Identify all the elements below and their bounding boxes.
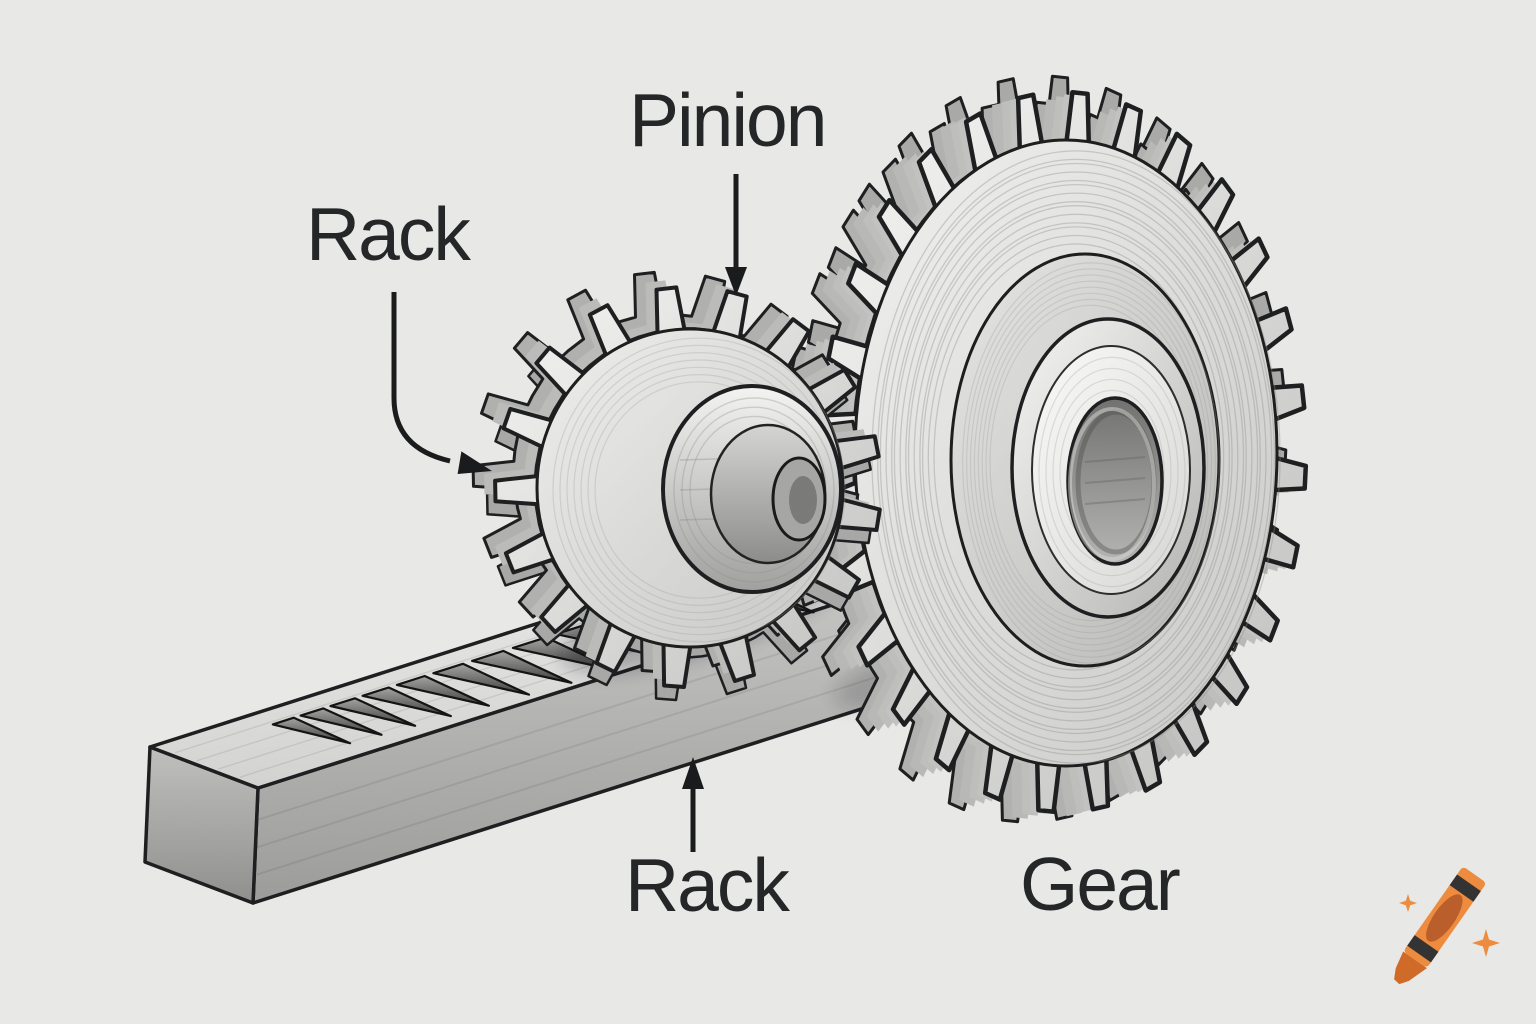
rack-label-top: Rack — [306, 192, 471, 276]
pinion-arrow — [725, 174, 747, 296]
sparkle-icon — [1472, 929, 1500, 957]
sparkle-icon — [1399, 894, 1417, 912]
rack-top-arrow — [391, 292, 492, 474]
rack-label-bottom: Rack — [625, 843, 790, 927]
crayon-icon — [1394, 867, 1486, 985]
rack-bottom-arrow — [682, 757, 704, 852]
gear-label: Gear — [1020, 842, 1181, 926]
pinion-label: Pinion — [629, 78, 827, 162]
craiyon-logo — [1394, 867, 1500, 985]
annotation-arrows — [391, 174, 747, 852]
